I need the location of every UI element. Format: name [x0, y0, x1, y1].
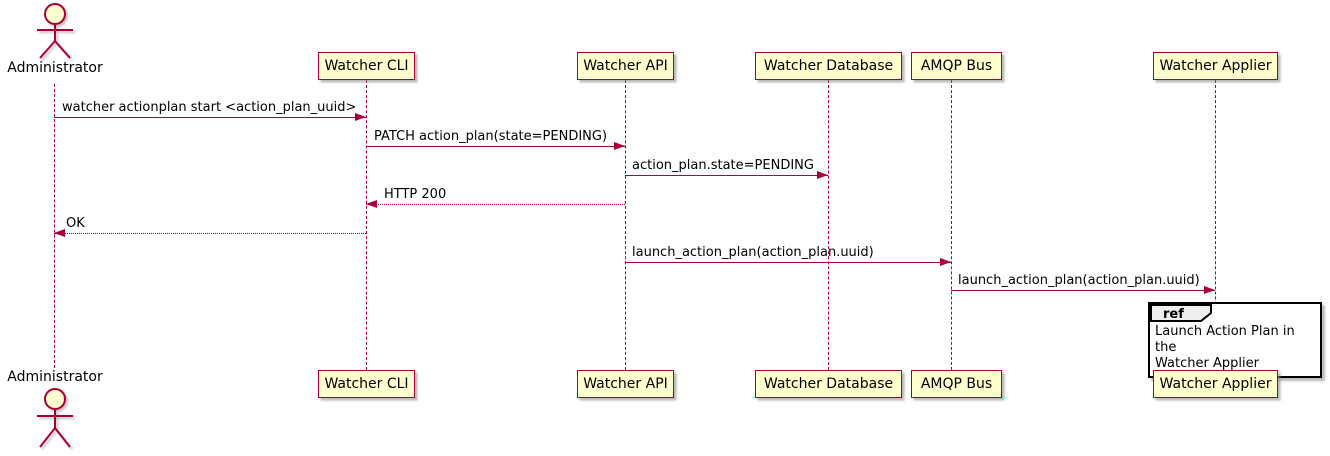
message-line-launch-action-plan-applier — [951, 290, 1215, 291]
lifeline-amqp-bus — [951, 80, 952, 370]
arrowhead-right-icon — [817, 171, 828, 179]
participant-watcher-cli-bottom: Watcher CLI — [318, 370, 415, 398]
message-label-launch-action-plan-applier: launch_action_plan(action_plan.uuid) — [958, 273, 1200, 288]
participant-watcher-database-top: Watcher Database — [755, 52, 902, 80]
message-line-http-200 — [366, 204, 625, 205]
actor-stick-figure-icon — [37, 388, 73, 448]
lifeline-administrator — [54, 84, 55, 368]
ref-text-line1: Launch Action Plan in the — [1155, 324, 1295, 355]
lifeline-watcher-applier — [1215, 80, 1216, 370]
participant-watcher-api-top: Watcher API — [577, 52, 674, 80]
ref-fragment: ref Launch Action Plan in the Watcher Ap… — [1148, 302, 1322, 378]
arrowhead-right-icon — [1204, 286, 1215, 294]
message-label-actionplan-start: watcher actionplan start <action_plan_uu… — [62, 100, 357, 115]
message-line-actionplan-start — [54, 117, 366, 118]
message-label-launch-action-plan-amqp: launch_action_plan(action_plan.uuid) — [632, 245, 874, 260]
message-line-ok — [54, 233, 366, 234]
participant-watcher-api-bottom: Watcher API — [577, 370, 674, 398]
arrowhead-left-icon — [366, 200, 377, 208]
participant-watcher-applier-top: Watcher Applier — [1153, 52, 1278, 80]
message-line-launch-action-plan-amqp — [625, 262, 951, 263]
participant-amqp-bus-bottom: AMQP Bus — [911, 370, 1002, 398]
actor-stick-figure-icon — [37, 3, 73, 59]
arrowhead-right-icon — [614, 142, 625, 150]
arrowhead-left-icon — [54, 229, 65, 237]
actor-label-bottom: Administrator — [7, 369, 103, 385]
participant-watcher-database-bottom: Watcher Database — [755, 370, 902, 398]
participant-watcher-applier-bottom: Watcher Applier — [1153, 370, 1278, 398]
lifeline-watcher-cli — [366, 80, 367, 370]
message-line-patch-action-plan — [366, 146, 625, 147]
actor-label-top: Administrator — [7, 60, 103, 76]
lifeline-watcher-api — [625, 80, 626, 370]
arrowhead-right-icon — [355, 113, 366, 121]
message-label-patch-action-plan: PATCH action_plan(state=PENDING) — [374, 129, 608, 144]
message-label-ok: OK — [66, 216, 85, 231]
ref-text: Launch Action Plan in the Watcher Applie… — [1150, 323, 1320, 376]
participant-amqp-bus-top: AMQP Bus — [911, 52, 1002, 80]
message-label-http-200: HTTP 200 — [384, 187, 447, 202]
message-label-state-pending: action_plan.state=PENDING — [632, 158, 814, 173]
participant-watcher-cli-top: Watcher CLI — [318, 52, 415, 80]
lifeline-watcher-database — [828, 80, 829, 370]
message-line-state-pending — [625, 175, 828, 176]
ref-keyword-label: ref — [1163, 307, 1184, 322]
ref-text-line2: Watcher Applier — [1155, 356, 1259, 371]
arrowhead-right-icon — [940, 258, 951, 266]
ref-keyword-tag: ref — [1150, 304, 1212, 322]
